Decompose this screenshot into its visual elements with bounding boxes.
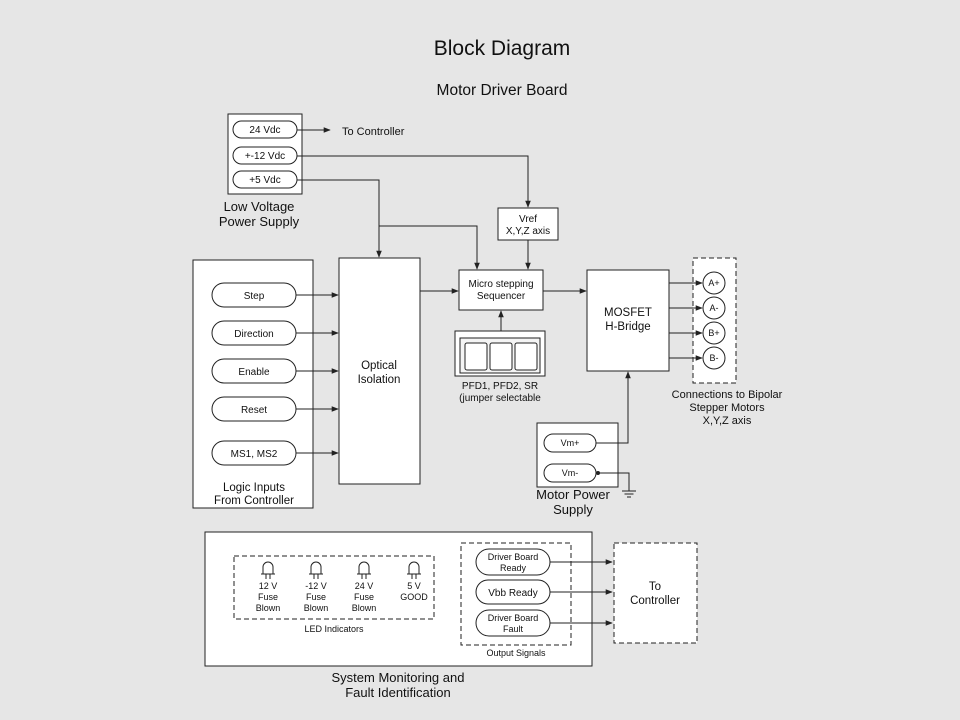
led-5v-line1: 5 V — [407, 581, 421, 591]
pin-a-plus — [702, 271, 726, 295]
optical-isolation-block: Optical Isolation — [338, 257, 421, 485]
hbridge-label-line1: MOSFET — [604, 307, 652, 319]
signal-driver-fault-line1: Driver Board — [488, 613, 539, 623]
optical-isolation-label-line2: Isolation — [358, 374, 401, 386]
jumper-caption-line2: (jumper selectable — [459, 393, 541, 404]
to-controller-block: To Controller — [613, 542, 698, 644]
motor-power-supply: Vm+ Vm- Motor Power Supply — [536, 422, 619, 517]
wire-isolation-to-sequencer — [379, 225, 480, 270]
pin-b-plus-label: B+ — [708, 328, 719, 338]
led-12v-line3: Blown — [256, 603, 281, 613]
led-5v-good: 5 V GOOD — [400, 561, 428, 602]
to-controller-label: To Controller — [342, 126, 405, 138]
input-reset-label: Reset — [241, 405, 267, 416]
output-24vdc-label: 24 Vdc — [249, 125, 280, 136]
logic-inputs-block: Step Direction Enable Reset MS1, MS2 Log… — [192, 259, 314, 509]
motor-supply-caption-line1: Motor Power — [536, 487, 610, 502]
diagram-title: Block Diagram — [434, 37, 571, 60]
led-5v-line2: GOOD — [400, 592, 428, 602]
led-indicators-group — [233, 555, 435, 620]
ground-icon — [622, 490, 636, 498]
pin-a-minus-label: A- — [710, 303, 719, 313]
led-24v-line3: Blown — [352, 603, 377, 613]
led-icon — [407, 561, 421, 579]
vref-label-line1: Vref — [519, 214, 537, 225]
jumper-caption-line1: PFD1, PFD2, SR — [462, 381, 538, 392]
led-24v-line2: Fuse — [354, 592, 374, 602]
led-24v-fuse: 24 V Fuse Blown — [352, 561, 377, 613]
led-minus12v-fuse: -12 V Fuse Blown — [304, 561, 329, 613]
motor-connections-block: A+ A- B+ B- Connections to Bipolar Stepp… — [672, 257, 783, 427]
led-12v-line2: Fuse — [258, 592, 278, 602]
led-icon — [261, 561, 275, 579]
jumper-block: PFD1, PFD2, SR (jumper selectable — [454, 330, 546, 404]
input-enable-label: Enable — [238, 367, 270, 378]
output-signals-group — [460, 542, 572, 646]
output-vm-minus-label: Vm- — [562, 468, 579, 478]
pin-b-minus-label: B- — [710, 353, 719, 363]
motor-connections-caption-line1: Connections to Bipolar — [672, 389, 783, 401]
monitoring-caption-line1: System Monitoring and — [332, 670, 465, 685]
pin-a-minus — [702, 296, 726, 320]
jumper-2 — [489, 342, 513, 371]
system-monitoring-block: LED Indicators 12 V Fuse Blown -12 V Fus… — [204, 531, 593, 700]
sequencer-label-line1: Micro stepping — [468, 279, 533, 290]
to-controller-line2: Controller — [630, 595, 680, 607]
low-voltage-caption-line1: Low Voltage — [224, 199, 295, 214]
output-vm-plus-label: Vm+ — [561, 438, 580, 448]
led-12v-fuse: 12 V Fuse Blown — [256, 561, 281, 613]
diagram-subtitle: Motor Driver Board — [437, 82, 568, 99]
low-voltage-caption-line2: Power Supply — [219, 214, 300, 229]
signal-driver-ready-line1: Driver Board — [488, 552, 539, 562]
led-minus12v-line2: Fuse — [306, 592, 326, 602]
low-voltage-power-supply: 24 Vdc +-12 Vdc +5 Vdc Low Voltage Power… — [219, 113, 303, 229]
wire-12v-to-vref — [297, 155, 531, 208]
jumper-1 — [464, 342, 488, 371]
input-ms1-ms2-label: MS1, MS2 — [231, 449, 278, 460]
sequencer-label-line2: Sequencer — [477, 291, 526, 302]
hbridge-block: MOSFET H-Bridge — [586, 269, 670, 372]
signal-driver-ready-line2: Ready — [500, 563, 527, 573]
output-signals-label: Output Signals — [486, 648, 546, 658]
led-indicators-label: LED Indicators — [304, 624, 364, 634]
vref-label-line2: X,Y,Z axis — [506, 226, 550, 237]
wire-5v-to-isolation — [297, 179, 382, 258]
led-icon — [357, 561, 371, 579]
logic-inputs-caption-line1: Logic Inputs — [223, 482, 285, 494]
jumper-3 — [514, 342, 538, 371]
led-minus12v-line3: Blown — [304, 603, 329, 613]
input-step-label: Step — [244, 291, 265, 302]
motor-connections-caption-line2: Stepper Motors — [689, 402, 765, 414]
connectors — [296, 127, 703, 626]
pin-b-plus — [702, 321, 726, 345]
wire-vm-minus-ground — [596, 472, 630, 491]
pin-a-plus-label: A+ — [708, 278, 719, 288]
logic-inputs-caption-line2: From Controller — [214, 495, 294, 507]
led-12v-line1: 12 V — [259, 581, 278, 591]
monitoring-caption-line2: Fault Identification — [345, 685, 451, 700]
wire-vm-plus-to-hbridge — [596, 371, 631, 444]
hbridge-label-line2: H-Bridge — [605, 321, 650, 333]
output-12vdc-label: +-12 Vdc — [245, 151, 285, 162]
signal-vbb-ready-label: Vbb Ready — [488, 588, 537, 599]
optical-isolation-label-line1: Optical — [361, 360, 397, 372]
led-minus12v-line1: -12 V — [305, 581, 327, 591]
junction-dot — [596, 471, 600, 475]
vref-block: Vref X,Y,Z axis — [497, 207, 559, 241]
to-controller-line1: To — [649, 581, 661, 593]
motor-connections-caption-line3: X,Y,Z axis — [703, 415, 752, 427]
pin-b-minus — [702, 346, 726, 370]
motor-supply-caption-line2: Supply — [553, 502, 593, 517]
output-5vdc-label: +5 Vdc — [249, 175, 280, 186]
led-icon — [309, 561, 323, 579]
input-direction-label: Direction — [234, 329, 273, 340]
led-24v-line1: 24 V — [355, 581, 374, 591]
sequencer-block: Micro stepping Sequencer — [458, 269, 544, 311]
signal-driver-fault-line2: Fault — [503, 624, 524, 634]
